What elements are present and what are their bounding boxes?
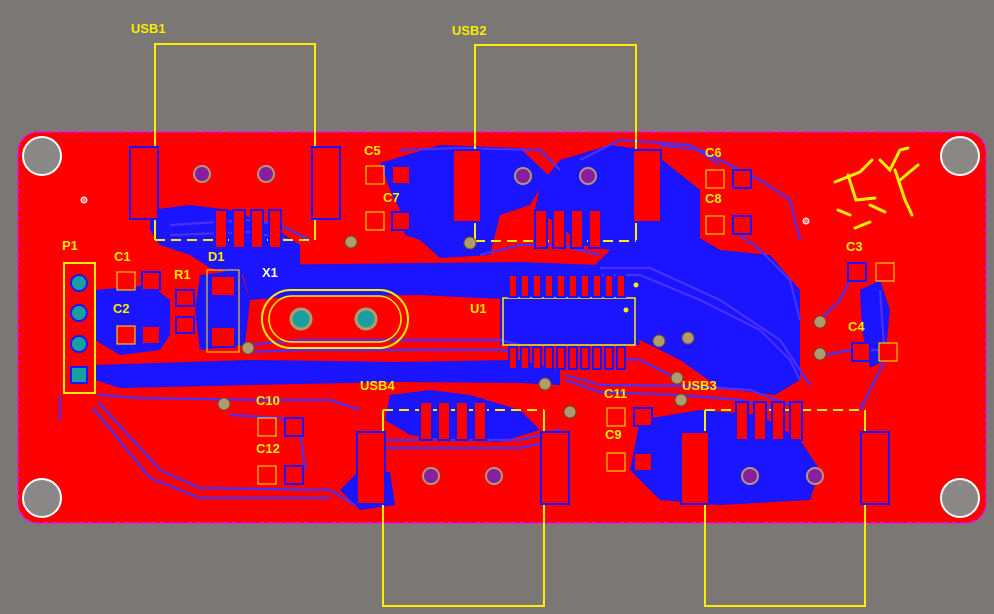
label-c6: C6 bbox=[705, 145, 722, 160]
label-c1: C1 bbox=[114, 249, 131, 264]
usb4-footprint bbox=[356, 401, 570, 607]
label-c12: C12 bbox=[256, 441, 280, 456]
u1-chip bbox=[502, 274, 639, 370]
label-usb1: USB1 bbox=[131, 21, 166, 36]
x1-crystal bbox=[261, 289, 409, 349]
label-usb4: USB4 bbox=[360, 378, 395, 393]
label-c10: C10 bbox=[256, 393, 280, 408]
label-r1: R1 bbox=[174, 267, 191, 282]
label-c5: C5 bbox=[364, 143, 381, 158]
usb3-footprint bbox=[680, 401, 890, 607]
p1-header bbox=[63, 262, 96, 394]
label-c7: C7 bbox=[383, 190, 400, 205]
mounting-holes bbox=[22, 136, 980, 518]
label-u1: U1 bbox=[470, 301, 487, 316]
label-c11: C11 bbox=[604, 386, 627, 401]
label-usb3: USB3 bbox=[682, 378, 717, 393]
label-usb2: USB2 bbox=[452, 23, 487, 38]
smd-components bbox=[116, 165, 898, 485]
usb1-footprint bbox=[129, 43, 341, 249]
label-c3: C3 bbox=[846, 239, 863, 254]
label-x1: X1 bbox=[262, 265, 278, 280]
label-d1: D1 bbox=[208, 249, 225, 264]
label-p1: P1 bbox=[62, 238, 78, 253]
label-c2: C2 bbox=[113, 301, 130, 316]
designator-labels: USB1 USB2 USB3 USB4 P1 C1 C2 C3 C4 C5 C6… bbox=[62, 21, 865, 456]
label-c8: C8 bbox=[705, 191, 722, 206]
usb2-footprint bbox=[452, 44, 662, 249]
signature-logo bbox=[833, 146, 920, 230]
label-c9: C9 bbox=[605, 427, 622, 442]
label-c4: C4 bbox=[848, 319, 865, 334]
vias bbox=[80, 196, 827, 419]
